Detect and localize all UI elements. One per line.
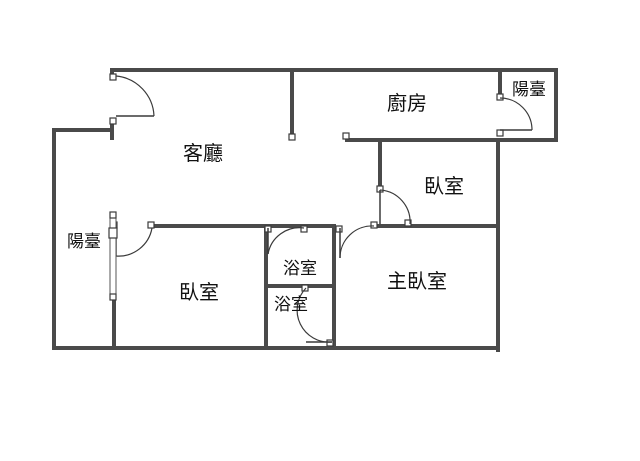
bathroom-top-door [264, 225, 308, 255]
label-bedroom-right: 臥室 [424, 174, 464, 198]
kitchen-balcony-door [496, 93, 533, 137]
label-kitchen: 廚房 [387, 91, 427, 115]
label-living-room: 客廳 [183, 141, 223, 165]
master-bedroom-door [335, 221, 378, 259]
bedroom-right-door [376, 185, 412, 227]
label-bathroom-bottom: 浴室 [274, 295, 308, 315]
label-balcony-left: 陽臺 [67, 232, 101, 252]
label-bedroom-left: 臥室 [179, 280, 219, 304]
entrance-door [109, 73, 155, 125]
balcony-sliding-window [108, 211, 118, 301]
label-bathroom-top: 浴室 [283, 259, 317, 279]
bedroom-left-door [110, 221, 155, 257]
label-balcony-right: 陽臺 [512, 80, 546, 100]
doors [109, 73, 533, 347]
label-master-bedroom: 主臥室 [387, 269, 447, 293]
bathroom-bottom-door [296, 284, 334, 347]
